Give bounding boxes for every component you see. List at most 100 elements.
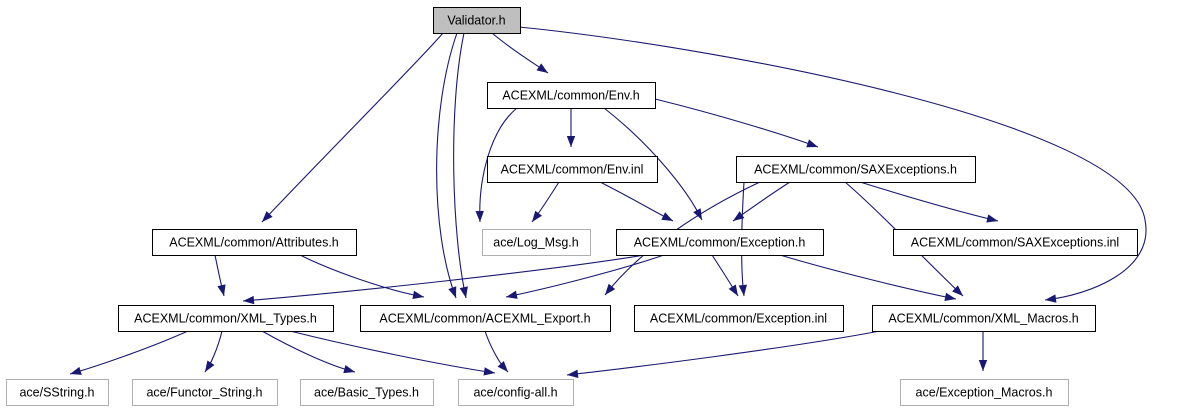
node-box[interactable] — [6, 379, 109, 406]
node-validator-h[interactable]: Validator.h — [433, 7, 521, 34]
edge-xml_types_h-to-functor_string_h — [204, 330, 223, 373]
arrowhead-icon — [978, 360, 988, 371]
edge-saxexceptions_h-to-exception_h — [732, 181, 791, 222]
node-box[interactable] — [118, 305, 334, 332]
edge-xml_types_h-to-sstring_h — [69, 330, 189, 375]
node-acexml-common-xml-macros-h[interactable]: ACEXML/common/XML_Macros.h — [872, 305, 1096, 332]
edge-attributes_h-to-xml_types_h — [214, 254, 226, 297]
edge-env_h-to-exception_h — [603, 107, 703, 221]
node-acexml-common-env-inl[interactable]: ACEXML/common/Env.inl — [487, 156, 658, 183]
node-ace-log-msg-h[interactable]: ace/Log_Msg.h — [482, 229, 591, 256]
edge-validator-to-env_h — [491, 32, 549, 74]
edge-env_h-to-saxexceptions_h — [654, 98, 819, 148]
node-ace-functor-string-h[interactable]: ace/Functor_String.h — [132, 379, 278, 406]
edge-validator-to-attributes_h — [261, 32, 444, 223]
node-ace-sstring-h[interactable]: ace/SString.h — [6, 379, 109, 406]
arrowhead-icon — [217, 284, 226, 296]
arrowhead-icon — [806, 139, 818, 148]
edge-exception_h-to-exception_inl — [711, 254, 739, 297]
node-acexml-common-acexml-export-h[interactable]: ACEXML/common/ACEXML_Export.h — [360, 305, 611, 332]
arrowhead-icon — [459, 286, 468, 298]
node-acexml-common-exception-h[interactable]: ACEXML/common/Exception.h — [616, 229, 824, 256]
edge-xml_macros_h-to-exception_macros_h — [978, 331, 988, 371]
arrowhead-icon — [605, 283, 616, 295]
node-label: ACEXML/common/XML_Types.h — [134, 311, 317, 325]
arrowhead-icon — [448, 286, 457, 298]
arrowhead-icon — [986, 214, 998, 223]
nodes-layer: Validator.hACEXML/common/Env.hACEXML/com… — [6, 7, 1138, 406]
edge-xml_types_h-to-basic_types_h — [261, 330, 356, 374]
arrowhead-icon — [952, 285, 963, 296]
node-acexml-common-exception-inl[interactable]: ACEXML/common/Exception.inl — [634, 305, 844, 332]
node-box[interactable] — [616, 229, 824, 256]
node-box[interactable] — [458, 379, 574, 406]
edge-env_h-to-env_inl — [566, 108, 576, 147]
arrowhead-icon — [733, 211, 745, 221]
node-box[interactable] — [872, 305, 1096, 332]
node-label: ACEXML/common/Env.h — [502, 88, 639, 102]
arrowhead-icon — [483, 367, 495, 376]
node-box[interactable] — [487, 156, 658, 183]
node-ace-basic-types-h[interactable]: ace/Basic_Types.h — [300, 379, 434, 406]
arrowhead-icon — [497, 360, 508, 372]
node-acexml-common-xml-types-h[interactable]: ACEXML/common/XML_Types.h — [118, 305, 334, 332]
node-box[interactable] — [132, 379, 278, 406]
node-label: Validator.h — [447, 13, 505, 27]
node-label: ACEXML/common/Attributes.h — [169, 235, 339, 249]
node-acexml-common-env-h[interactable]: ACEXML/common/Env.h — [487, 82, 656, 109]
arrowhead-icon — [243, 295, 255, 305]
edge-env_inl-to-exception_h — [599, 181, 674, 222]
node-box[interactable] — [482, 229, 591, 256]
node-box[interactable] — [736, 156, 976, 183]
node-box[interactable] — [433, 7, 521, 34]
node-box[interactable] — [152, 229, 357, 256]
node-label: ACEXML/common/SAXExceptions.h — [754, 162, 957, 176]
node-acexml-common-saxexceptions-inl[interactable]: ACEXML/common/SAXExceptions.inl — [893, 229, 1138, 256]
node-box[interactable] — [900, 379, 1069, 406]
node-ace-exception-macros-h[interactable]: ace/Exception_Macros.h — [900, 379, 1069, 406]
edge-exception_h-to-acexml_export_h — [505, 254, 665, 299]
node-box[interactable] — [300, 379, 434, 406]
node-label: ace/SString.h — [19, 385, 94, 399]
node-box[interactable] — [634, 305, 844, 332]
arrowhead-icon — [70, 366, 82, 375]
edge-xml_types_h-to-config_all_h — [289, 330, 496, 376]
node-acexml-common-attributes-h[interactable]: ACEXML/common/Attributes.h — [152, 229, 357, 256]
arrowhead-icon — [661, 212, 673, 221]
node-label: ace/Exception_Macros.h — [916, 385, 1053, 399]
node-label: ace/config-all.h — [473, 385, 557, 399]
node-acexml-common-saxexceptions-h[interactable]: ACEXML/common/SAXExceptions.h — [736, 156, 976, 183]
arrowhead-icon — [262, 211, 273, 222]
node-label: ACEXML/common/SAXExceptions.inl — [911, 235, 1119, 249]
edge-acexml_export_h-to-config_all_h — [484, 330, 509, 373]
node-label: ace/Functor_String.h — [146, 385, 262, 399]
edge-validator-to-xml_macros_h — [518, 26, 1147, 303]
edge-exception_h-to-xml_types_h — [242, 254, 646, 305]
edge-exception_h-to-xml_macros_h — [779, 254, 957, 301]
edge-xml_macros_h-to-config_all_h — [566, 330, 881, 378]
edge-validator-to-acexml_export_h — [436, 32, 458, 299]
node-label: ace/Log_Msg.h — [493, 235, 579, 249]
node-label: ACEXML/common/Exception.h — [634, 235, 806, 249]
node-label: ace/Basic_Types.h — [314, 385, 419, 399]
edge-env_inl-to-log_msg_h — [531, 181, 560, 223]
edge-validator-to-acexml_export_h — [453, 32, 468, 299]
arrowhead-icon — [944, 292, 956, 301]
node-label: ACEXML/common/Env.inl — [501, 162, 644, 176]
node-ace-config-all-h[interactable]: ace/config-all.h — [458, 379, 574, 406]
node-box[interactable] — [360, 305, 611, 332]
arrowhead-icon — [1045, 294, 1057, 303]
arrowhead-icon — [693, 208, 702, 220]
arrowhead-icon — [475, 210, 484, 222]
arrowhead-icon — [343, 365, 355, 374]
arrowhead-icon — [738, 284, 747, 296]
arrowhead-icon — [506, 290, 518, 299]
arrowhead-icon — [566, 136, 576, 147]
edges-layer — [69, 26, 1147, 378]
arrowhead-icon — [536, 63, 548, 73]
node-box[interactable] — [487, 82, 656, 109]
edge-saxexceptions_h-to-saxexceptions_inl — [859, 181, 999, 223]
node-box[interactable] — [893, 229, 1138, 256]
arrowhead-icon — [567, 369, 579, 378]
